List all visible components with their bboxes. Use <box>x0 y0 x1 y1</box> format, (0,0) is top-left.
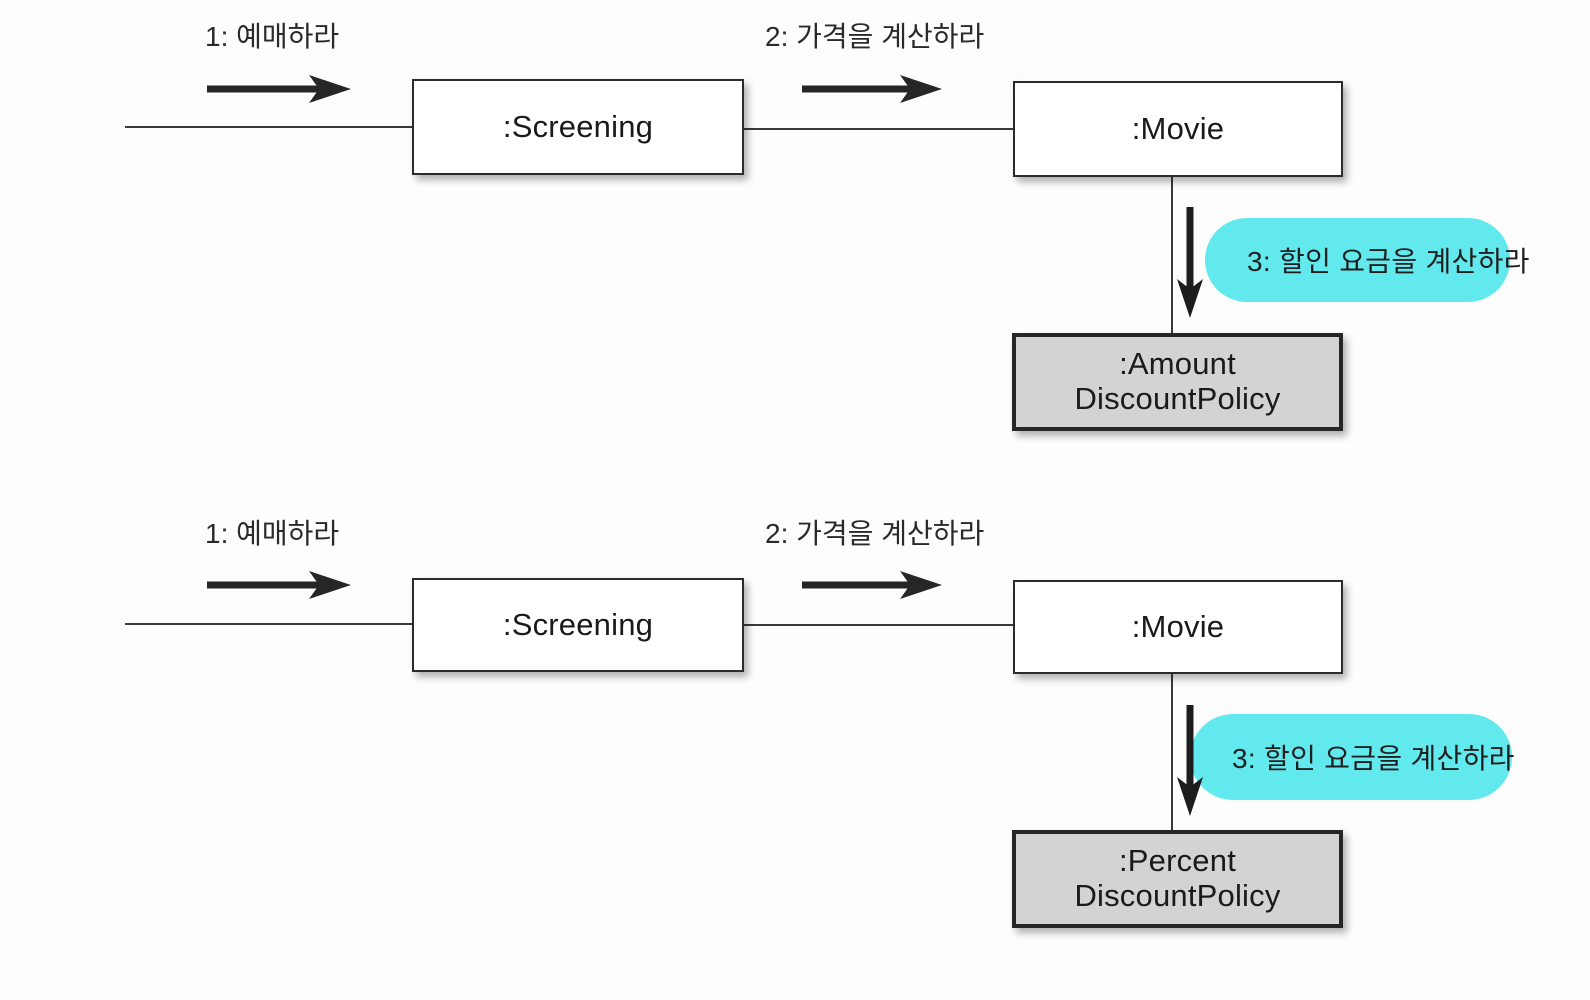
upper-object-movie[interactable]: :Movie <box>1013 81 1343 177</box>
upper-message-3-arrow <box>1175 205 1207 320</box>
lower-link-actor-to-screening <box>125 623 413 625</box>
lower-message-1-label: 1: 예매하라 <box>205 518 340 549</box>
lower-object-screening-label: :Screening <box>502 606 654 642</box>
upper-message-3-label: 3: 할인 요금을 계산하라 <box>1247 246 1530 277</box>
upper-message-2-label: 2: 가격을 계산하라 <box>765 21 985 52</box>
lower-message-2-arrow <box>800 568 945 602</box>
upper-message-3-callout: 3: 할인 요금을 계산하라 <box>1205 218 1529 302</box>
upper-object-screening-label: :Screening <box>502 108 654 144</box>
lower-message-3-label: 3: 할인 요금을 계산하라 <box>1232 743 1515 774</box>
lower-object-screening[interactable]: :Screening <box>412 578 744 672</box>
upper-link-actor-to-screening <box>125 126 413 128</box>
lower-object-percent-discount-policy[interactable]: :Percent DiscountPolicy <box>1012 830 1343 928</box>
upper-link-screening-to-movie <box>744 128 1014 130</box>
lower-message-3-arrow <box>1175 703 1207 818</box>
lower-link-movie-to-policy <box>1171 674 1173 832</box>
lower-link-screening-to-movie <box>744 624 1014 626</box>
lower-message-2-label: 2: 가격을 계산하라 <box>765 518 985 549</box>
upper-object-amount-discount-policy-label: :Amount DiscountPolicy <box>1074 346 1281 416</box>
upper-object-amount-discount-policy[interactable]: :Amount DiscountPolicy <box>1012 333 1343 431</box>
upper-link-movie-to-policy <box>1171 177 1173 335</box>
upper-object-screening[interactable]: :Screening <box>412 79 744 175</box>
upper-message-2-arrow <box>800 72 945 106</box>
upper-message-1-label: 1: 예매하라 <box>205 21 340 52</box>
upper-message-1-arrow <box>205 72 355 106</box>
lower-message-1-arrow <box>205 568 355 602</box>
lower-object-percent-discount-policy-label: :Percent DiscountPolicy <box>1074 843 1281 913</box>
lower-object-movie[interactable]: :Movie <box>1013 580 1343 674</box>
upper-object-movie-label: :Movie <box>1131 110 1225 146</box>
lower-message-3-callout: 3: 할인 요금을 계산하라 <box>1190 714 1515 800</box>
lower-object-movie-label: :Movie <box>1131 608 1225 644</box>
